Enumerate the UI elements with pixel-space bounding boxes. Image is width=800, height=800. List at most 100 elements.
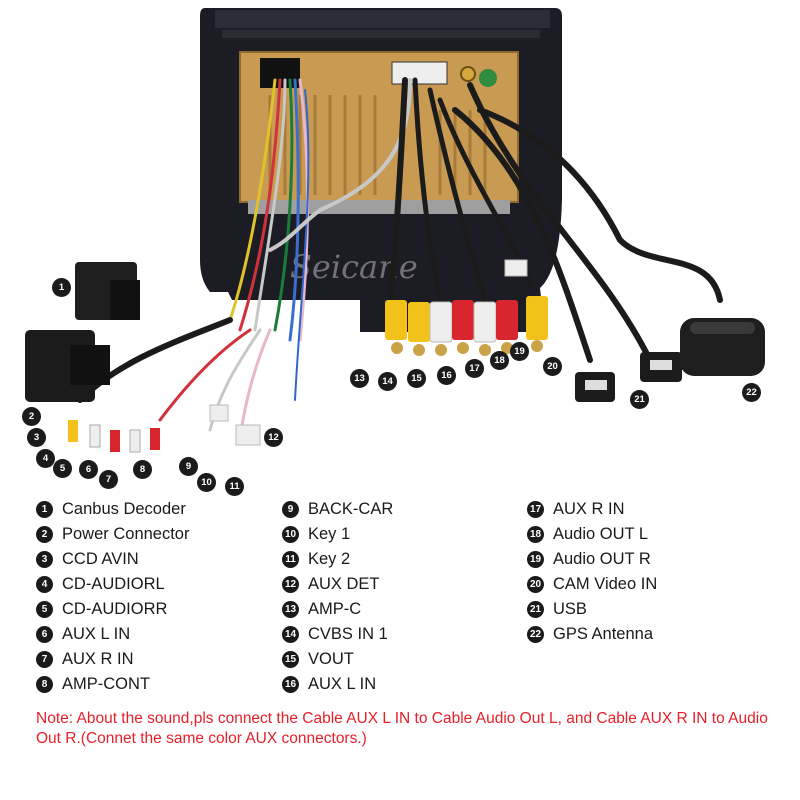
legend-column-3: 17 AUX R IN 18 Audio OUT L 19 Audio OUT R 2… [527, 497, 777, 647]
usb-connectors [575, 352, 682, 402]
legend-label: VOUT [308, 650, 354, 668]
legend-item: 2 Power Connector [36, 522, 286, 547]
legend-label: BACK-CAR [308, 500, 394, 518]
legend-number-badge: 13 [282, 601, 299, 618]
legend-item: 5 CD-AUDIORR [36, 597, 286, 622]
legend-item: 6 AUX L IN [36, 622, 286, 647]
legend-number-badge: 10 [282, 526, 299, 543]
legend-label: Key 2 [308, 550, 351, 568]
sound-connection-note: Note: About the sound,pls connect the Ca… [36, 710, 768, 747]
callout-16: 16 [437, 366, 456, 385]
legend-number-badge: 3 [36, 551, 53, 568]
legend-number-badge: 6 [36, 626, 53, 643]
legend-column-1: 1 Canbus Decoder 2 Power Connector 3 CCD AV… [36, 497, 286, 697]
legend-number-badge: 1 [36, 501, 53, 518]
legend-item: 21 USB [527, 597, 777, 622]
legend-number-badge: 2 [36, 526, 53, 543]
legend-number-badge: 21 [527, 601, 544, 618]
legend-label: CVBS IN 1 [308, 625, 388, 643]
callout-12: 12 [264, 428, 283, 447]
legend-item: 20 CAM Video IN [527, 572, 777, 597]
legend-label: AUX R IN [62, 650, 134, 668]
legend-item: 4 CD-AUDIORL [36, 572, 286, 597]
legend-item: 22 GPS Antenna [527, 622, 777, 647]
legend-label: USB [553, 600, 587, 618]
callout-1: 1 [52, 278, 71, 297]
legend-number-badge: 18 [527, 526, 544, 543]
legend-number-badge: 19 [527, 551, 544, 568]
callout-4: 4 [36, 449, 55, 468]
legend-label: GPS Antenna [553, 625, 653, 643]
legend-item: 13 AMP-C [282, 597, 532, 622]
power-connector-block [25, 330, 110, 402]
legend-label: Audio OUT L [553, 525, 649, 543]
legend-item: 14 CVBS IN 1 [282, 622, 532, 647]
legend-label: Canbus Decoder [62, 500, 186, 518]
aux-det-tag [235, 424, 261, 446]
legend-item: 3 CCD AVIN [36, 547, 286, 572]
legend-number-badge: 4 [36, 576, 53, 593]
legend-label: AMP-C [308, 600, 362, 618]
head-unit-wiring-illustration: Seicane [25, 8, 765, 453]
legend-label: AUX L IN [62, 625, 131, 643]
legend-number-badge: 22 [527, 626, 544, 643]
gps-antenna [680, 318, 765, 376]
legend-number-badge: 11 [282, 551, 299, 568]
callout-14: 14 [378, 372, 397, 391]
legend-number-badge: 9 [282, 501, 299, 518]
legend-label: CD-AUDIORL [62, 575, 165, 593]
legend-number-badge: 17 [527, 501, 544, 518]
legend-number-badge: 5 [36, 601, 53, 618]
callout-17: 17 [465, 359, 484, 378]
legend-label: CD-AUDIORR [62, 600, 168, 618]
legend-item: 17 AUX R IN [527, 497, 777, 522]
callout-3: 3 [27, 428, 46, 447]
brand-watermark: Seicane [290, 248, 418, 286]
legend-label: CCD AVIN [62, 550, 139, 568]
callout-21: 21 [630, 390, 649, 409]
right-rca-connectors [385, 296, 548, 356]
callout-15: 15 [407, 369, 426, 388]
callout-2: 2 [22, 407, 41, 426]
legend-label: Audio OUT R [553, 550, 651, 568]
legend-label: AUX L IN [308, 675, 377, 693]
legend-item: 11 Key 2 [282, 547, 532, 572]
callout-9: 9 [179, 457, 198, 476]
legend-number-badge: 15 [282, 651, 299, 668]
legend-number-badge: 20 [527, 576, 544, 593]
legend-item: 18 Audio OUT L [527, 522, 777, 547]
legend-item: 10 Key 1 [282, 522, 532, 547]
wire-bundle [77, 77, 723, 442]
callout-13: 13 [350, 369, 369, 388]
connector-legend: 1 Canbus Decoder 2 Power Connector 3 CCD AV… [0, 497, 800, 707]
callout-6: 6 [79, 460, 98, 479]
callout-11: 11 [225, 477, 244, 496]
key-tag [209, 404, 229, 422]
legend-label: AUX R IN [553, 500, 625, 518]
callout-20: 20 [543, 357, 562, 376]
legend-item: 9 BACK-CAR [282, 497, 532, 522]
legend-item: 19 Audio OUT R [527, 547, 777, 572]
legend-item: 1 Canbus Decoder [36, 497, 286, 522]
callout-18: 18 [490, 351, 509, 370]
legend-number-badge: 14 [282, 626, 299, 643]
legend-number-badge: 16 [282, 676, 299, 693]
callout-5: 5 [53, 459, 72, 478]
legend-label: Key 1 [308, 525, 351, 543]
legend-item: 16 AUX L IN [282, 672, 532, 697]
canbus-decoder-box [75, 262, 140, 320]
legend-label: CAM Video IN [553, 575, 658, 593]
legend-label: AMP-CONT [62, 675, 150, 693]
cam-tag [504, 259, 528, 277]
callout-8: 8 [133, 460, 152, 479]
legend-label: Power Connector [62, 525, 190, 543]
callout-10: 10 [197, 473, 216, 492]
left-rca-connectors [68, 420, 160, 453]
callout-7: 7 [99, 470, 118, 489]
legend-label: AUX DET [308, 575, 380, 593]
